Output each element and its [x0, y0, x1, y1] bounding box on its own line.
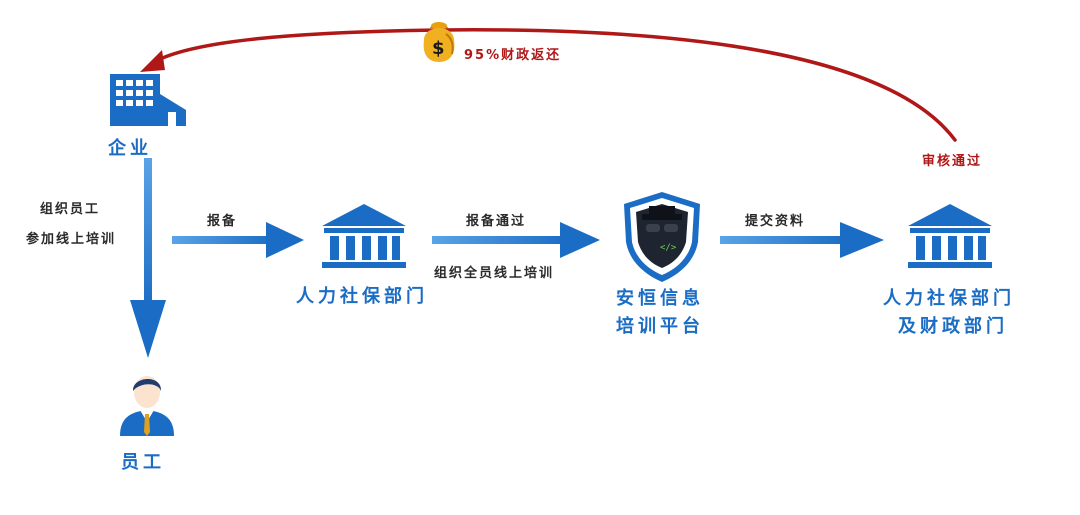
- hr-dept-label: 人力社保部门: [296, 286, 428, 307]
- hacker-shield-icon: </>: [624, 192, 700, 282]
- report-passed-label: 报备通过: [466, 214, 527, 229]
- government-building-icon: [908, 204, 992, 268]
- arrow-report: [172, 222, 304, 258]
- review-passed-label: 审核通过: [922, 154, 983, 169]
- building-icon: [110, 74, 186, 126]
- arrow-report-passed: [432, 222, 600, 258]
- arrow-submit: [720, 222, 884, 258]
- refund-label: 95%财政返还: [464, 48, 562, 63]
- money-bag-icon: $: [423, 22, 455, 62]
- refund-arrow: [140, 28, 957, 142]
- svg-text:</>: </>: [660, 243, 677, 253]
- employee-label: 员工: [121, 452, 165, 473]
- report-label: 报备: [207, 214, 238, 229]
- organize-all-label: 组织全员线上培训: [434, 266, 555, 281]
- submit-label: 提交资料: [745, 214, 806, 229]
- platform-label-line2: 培训平台: [616, 316, 704, 337]
- hr-finance-label-line2: 及财政部门: [898, 316, 1008, 337]
- hr-finance-label-line1: 人力社保部门: [883, 288, 1015, 309]
- platform-label-line1: 安恒信息: [616, 288, 704, 309]
- government-building-icon: [322, 204, 406, 268]
- svg-text:$: $: [432, 38, 445, 59]
- person-icon: [120, 376, 174, 436]
- enterprise-label: 企业: [108, 138, 152, 159]
- arrow-enterprise-employee: [130, 158, 166, 358]
- organize-label-line1: 组织员工: [40, 202, 101, 217]
- organize-label-line2: 参加线上培训: [26, 232, 117, 247]
